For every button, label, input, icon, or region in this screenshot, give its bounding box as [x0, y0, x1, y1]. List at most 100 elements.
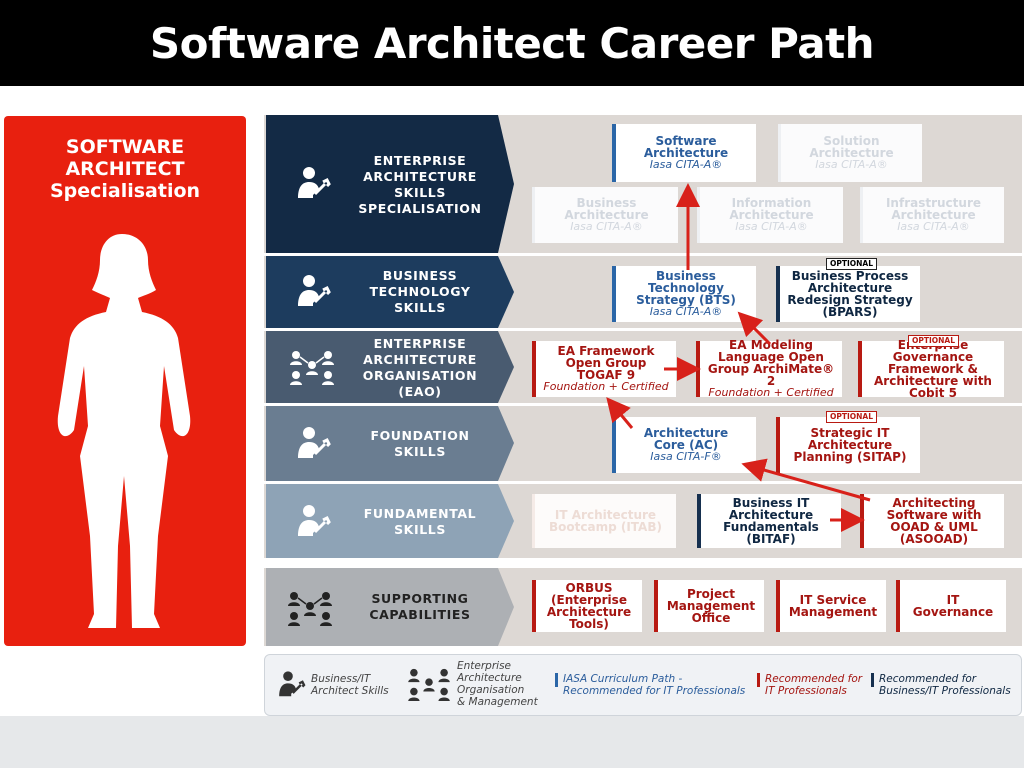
band-1-line-1: ENTERPRISE — [373, 153, 467, 168]
box-software-architecture: Software Architecture Iasa CITA-A® — [612, 124, 756, 182]
itgov-line-1: IT — [946, 593, 960, 607]
itsm-line-2: Management — [788, 605, 878, 619]
person-wrench-icon — [279, 671, 306, 697]
band-3-line-4: (EAO) — [398, 384, 442, 399]
infrastructure-architecture-sub: Iasa CITA-A® — [897, 220, 970, 233]
legend-iasa-text: IASA Curriculum Path - Recommended for I… — [563, 673, 745, 697]
asooad-line-1: Architecting — [892, 496, 976, 510]
legend-iasa-line-2: Recommended for IT Professionals — [563, 685, 746, 697]
box-business-technology-strategy: Business Technology Strategy (BTS) Iasa … — [612, 266, 756, 322]
legend-navy-marker — [871, 673, 874, 687]
bpars-line-3: Redesign Strategy — [787, 293, 913, 307]
box-sitap: Strategic IT Architecture Planning (SITA… — [776, 417, 920, 473]
archimate-line-2: Language Open — [718, 350, 824, 364]
sitap-optional-tag: OPTIONAL — [826, 411, 878, 423]
band-1-line-3: SKILLS — [394, 185, 446, 200]
bpars-line-2: Architecture — [807, 281, 893, 295]
cobit-line-3: Architecture with — [874, 374, 992, 388]
box-asooad: Architecting Software with OOAD & UML (A… — [860, 494, 1004, 548]
band-5-line-2: SKILLS — [394, 522, 446, 537]
legend-org-line-1: Enterprise — [457, 660, 512, 672]
box-togaf: EA Framework Open Group TOGAF 9 Foundati… — [532, 341, 676, 397]
person-wrench-icon — [298, 167, 331, 198]
itab-line-1: IT Architecture — [554, 508, 657, 522]
bts-line-1: Business Technology — [648, 269, 724, 295]
legend-skills-line-1: Business/IT — [311, 673, 371, 685]
legend-org-line-2: Architecture — [457, 672, 522, 684]
box-pmo: Project Management Office — [654, 580, 764, 632]
orbus-line-2: (Enterprise — [551, 593, 627, 607]
band-2-line-3: SKILLS — [394, 300, 446, 315]
pmo-line-1: Project — [686, 587, 736, 601]
band-4-label: FOUNDATION SKILLS — [354, 428, 486, 460]
legend-rec-biz-line-1: Recommended for — [879, 673, 977, 685]
band-enterprise-architecture-organisation: ENTERPRISE ARCHITECTURE ORGANISATION (EA… — [266, 331, 516, 403]
business-architecture-sub: Iasa CITA-A® — [570, 220, 643, 233]
band-2-label: BUSINESS TECHNOLOGY SKILLS — [354, 268, 486, 316]
left-panel-line-1: SOFTWARE — [65, 136, 185, 158]
legend-rec-it-line-1: Recommended for — [765, 673, 863, 685]
legend-rec-it-line-2: IT Professionals — [765, 685, 847, 697]
band-6-line-2: CAPABILITIES — [369, 607, 471, 622]
legend-org-line-4: & Management — [457, 696, 538, 708]
band-business-technology-skills: BUSINESS TECHNOLOGY SKILLS — [266, 256, 516, 328]
band-4-line-1: FOUNDATION — [370, 428, 470, 443]
box-itab: IT Architecture Bootcamp (ITAB) — [532, 494, 676, 548]
infrastructure-architecture-line-1: Infrastructure — [885, 196, 982, 210]
box-it-governance: IT Governance — [896, 580, 1006, 632]
solution-architecture-sub: Iasa CITA-A® — [815, 158, 888, 171]
togaf-line-3: TOGAF 9 — [576, 368, 636, 382]
legend-rec-biz-line-2: Business/IT Professionals — [879, 685, 1011, 697]
asooad-line-4: (ASOOAD) — [899, 532, 969, 546]
business-architecture-line-1: Business — [576, 196, 637, 210]
page-title: Software Architect Career Path — [149, 18, 875, 68]
box-bpars: Business Process Architecture Redesign S… — [776, 266, 920, 322]
itgov-line-2: Governance — [912, 605, 994, 619]
orbus-line-4: Tools) — [569, 617, 609, 631]
bpars-optional-tag: OPTIONAL — [826, 258, 878, 270]
sitap-line-3: Planning (SITAP) — [793, 450, 907, 464]
title-bar: Software Architect Career Path — [0, 0, 1024, 86]
information-architecture-line-2: Architecture — [729, 208, 814, 222]
legend-skills-text: Business/IT Architect Skills — [311, 673, 389, 697]
box-itsm: IT Service Management — [776, 580, 886, 632]
itab-line-2: Bootcamp (ITAB) — [549, 520, 662, 534]
band-2-line-1: BUSINESS — [382, 268, 458, 283]
left-panel-line-3: Specialisation — [49, 180, 201, 202]
box-architecture-core: Architecture Core (AC) Iasa CITA-F® — [612, 417, 756, 473]
bts-sub: Iasa CITA-A® — [649, 305, 723, 318]
itsm-line-1: IT Service — [799, 593, 867, 607]
band-6-label: SUPPORTING CAPABILITIES — [354, 591, 486, 623]
software-architecture-line-2: Architecture — [643, 146, 729, 160]
bpars-line-4: (BPARS) — [822, 305, 878, 319]
band-6-chevron — [266, 568, 514, 646]
band-1-chevron — [266, 115, 514, 253]
woman-silhouette-icon — [57, 234, 191, 628]
band-3-line-2: ARCHITECTURE — [363, 352, 477, 367]
legend-org-line-3: Organisation — [457, 684, 525, 696]
band-3-label: ENTERPRISE ARCHITECTURE ORGANISATION (EA… — [354, 336, 486, 400]
sitap-line-1: Strategic IT — [810, 426, 890, 440]
box-orbus: ORBUS (Enterprise Architecture Tools) — [532, 580, 642, 632]
legend-rec-biz-text: Recommended for Business/IT Professional… — [879, 673, 1011, 697]
band-3-line-1: ENTERPRISE — [373, 336, 467, 351]
solution-architecture-line-1: Solution — [823, 134, 880, 148]
box-cobit: Enterprise Governance Framework & Archit… — [858, 339, 1004, 399]
band-5-label: FUNDAMENTAL SKILLS — [354, 506, 486, 538]
legend-red-marker — [757, 673, 760, 687]
software-architecture-line-1: Software — [655, 134, 717, 148]
sitap-line-2: Architecture — [807, 438, 893, 452]
box-infrastructure-architecture: Infrastructure Architecture Iasa CITA-A® — [860, 187, 1004, 243]
band-5-chevron — [266, 484, 514, 558]
box-bitaf: Business IT Architecture Fundamentals (B… — [697, 494, 841, 548]
information-architecture-line-1: Information — [731, 196, 812, 210]
bpars-line-1: Business Process — [791, 269, 909, 283]
people-network-icon — [290, 351, 334, 385]
software-architecture-sub: Iasa CITA-A® — [649, 158, 723, 171]
bitaf-line-4: (BITAF) — [746, 532, 796, 546]
left-panel: SOFTWARE ARCHITECT Specialisation — [4, 116, 246, 646]
solution-architecture-line-2: Architecture — [809, 146, 894, 160]
togaf-line-1: EA Framework — [557, 344, 655, 358]
band-4-line-2: SKILLS — [394, 444, 446, 459]
